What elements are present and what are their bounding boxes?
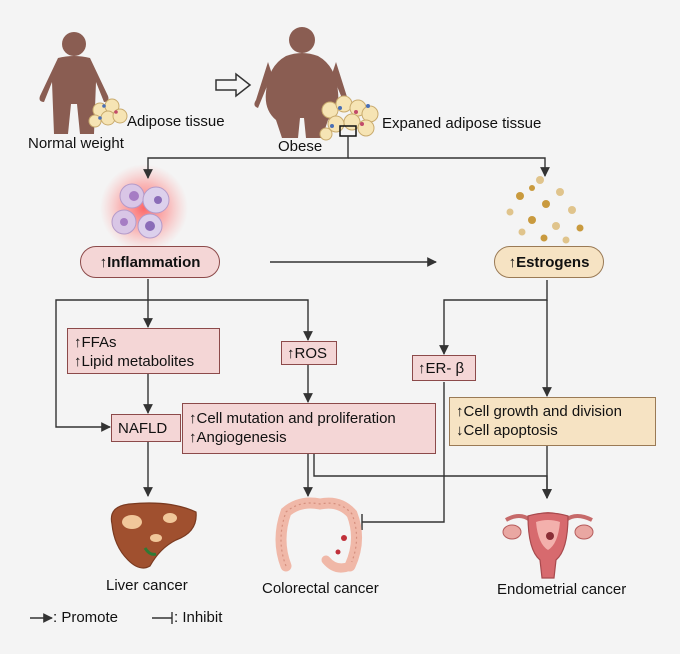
obese-label: Obese [278, 138, 323, 155]
endometrial-cancer-label: Endometrial cancer [497, 581, 627, 598]
legend-promote-label: : Promote [53, 609, 119, 626]
progression-arrow-icon [215, 72, 252, 98]
nafld-label: NAFLD [118, 420, 168, 437]
er-beta-box: ↑ER- β [412, 355, 476, 381]
estrogens-label: ↑Estrogens [508, 253, 590, 271]
cell-growth-label: ↑Cell growth and division [456, 403, 622, 420]
nafld-box: NAFLD [111, 414, 181, 442]
expanded-adipose-tissue-label: Expaned adipose tissue [382, 115, 542, 132]
cell-mutation-box: ↑Cell mutation and proliferation ↑Angiog… [182, 403, 436, 454]
expanded-adipose-tissue-icon [319, 95, 379, 141]
inflammation-label: ↑Inflammation [99, 253, 201, 271]
cell-mutation-label: ↑Cell mutation and proliferation [189, 410, 396, 427]
ros-label: ↑ROS [287, 345, 328, 362]
adipose-tissue-icon [88, 98, 128, 128]
connector-arrows [55, 136, 552, 499]
ffas-lipid-box: ↑FFAs ↑Lipid metabolites [67, 328, 220, 374]
cell-growth-box: ↑Cell growth and division ↓Cell apoptosi… [449, 397, 656, 446]
cell-apoptosis-label: ↓Cell apoptosis [456, 422, 558, 439]
normal-weight-person-icon [39, 32, 109, 134]
legend-inhibit-symbol [152, 612, 173, 624]
ros-box: ↑ROS [281, 341, 337, 365]
lipid-metabolites-label: ↑Lipid metabolites [74, 353, 195, 370]
legend-inhibit-label: : Inhibit [174, 609, 223, 626]
inflammation-node: ↑Inflammation [80, 246, 220, 278]
er-beta-label: ↑ER- β [418, 360, 465, 377]
colorectal-cancer-label: Colorectal cancer [262, 580, 379, 597]
estrogens-node: ↑Estrogens [494, 246, 604, 278]
ffas-label: ↑FFAs [74, 334, 117, 351]
obese-person-icon [254, 27, 350, 138]
liver-icon [110, 502, 197, 569]
liver-cancer-label: Liver cancer [106, 577, 188, 594]
estrogen-particles-icon [506, 176, 584, 244]
inhibit-connector [361, 382, 445, 530]
immune-cells-icon [100, 164, 188, 252]
colon-icon [275, 497, 362, 573]
adipose-tissue-label: Adipose tissue [127, 113, 225, 130]
normal-weight-label: Normal weight [28, 135, 124, 152]
angiogenesis-label: ↑Angiogenesis [189, 429, 287, 446]
uterus-icon [502, 512, 594, 579]
